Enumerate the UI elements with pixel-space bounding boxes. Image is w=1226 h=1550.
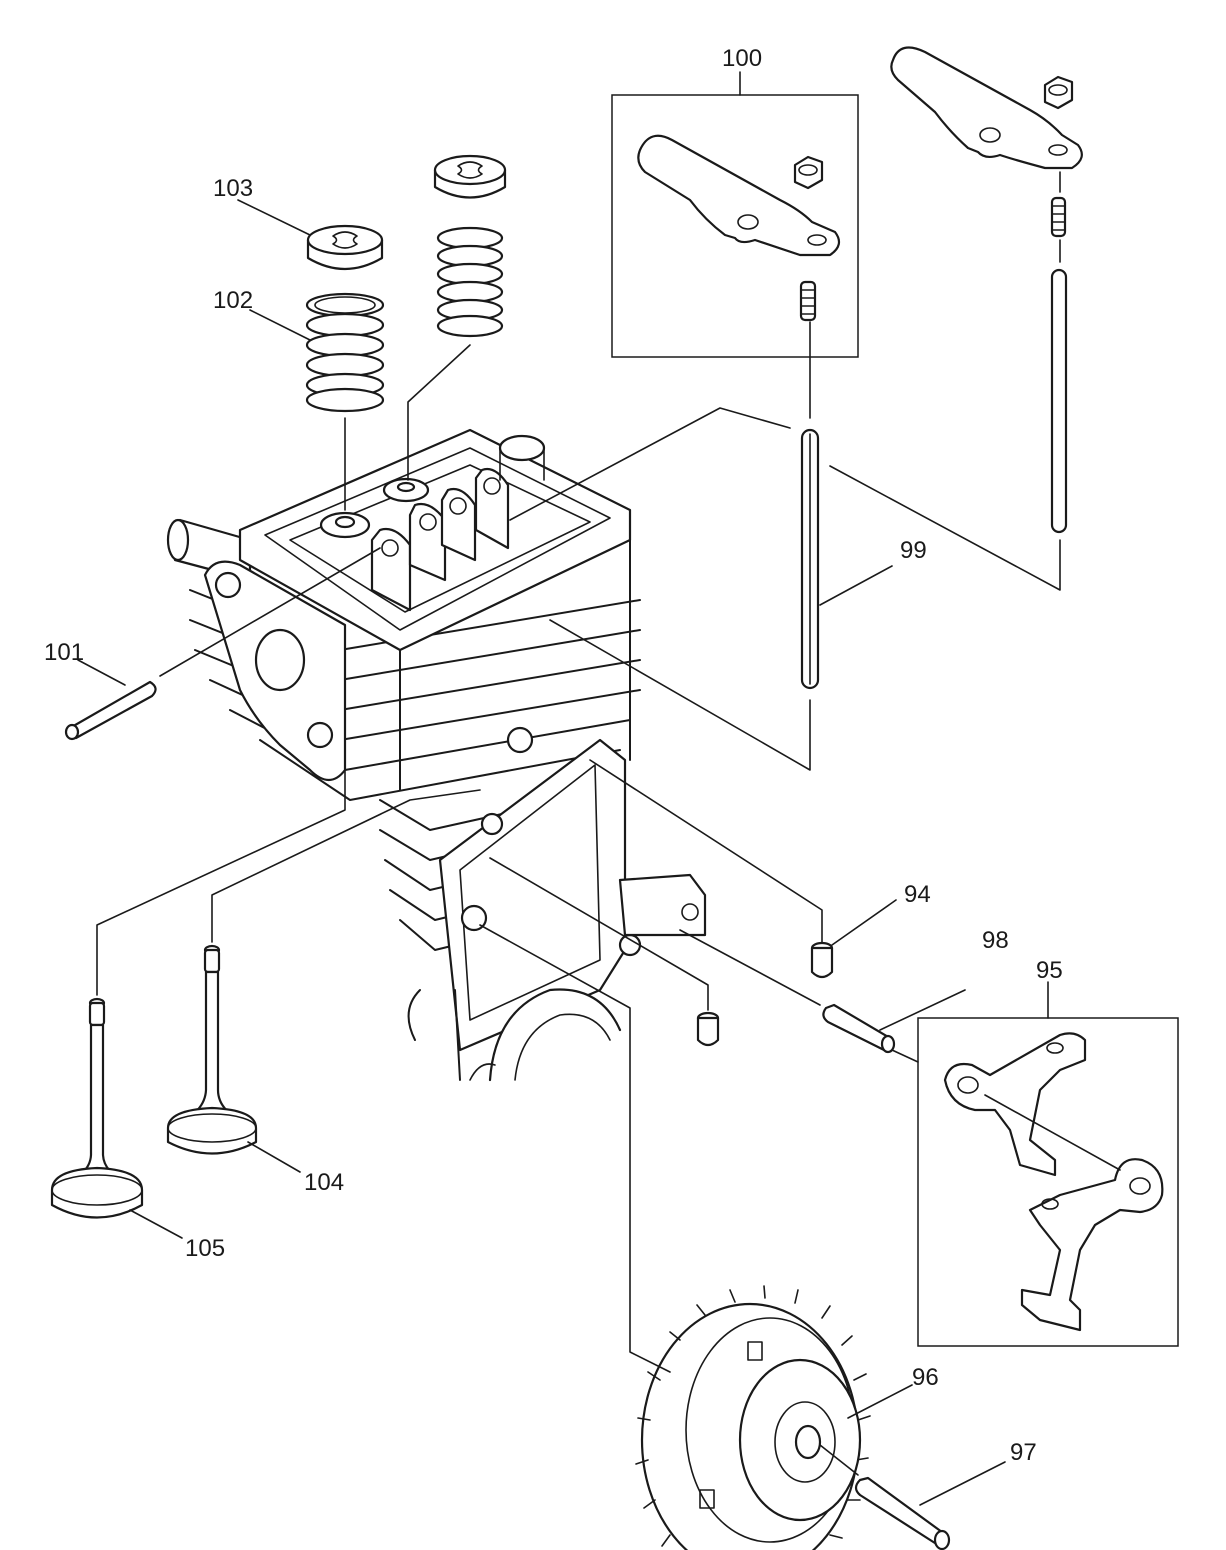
callout-95: 95: [1036, 957, 1063, 984]
cylinder-head-assembly: [166, 428, 707, 1082]
rocker-nut-100: [793, 155, 824, 190]
callout-97: 97: [1010, 1439, 1037, 1466]
rocker-arm-100: [637, 134, 841, 257]
valve-spring-secondary: [436, 226, 504, 338]
callout-102: 102: [213, 287, 253, 314]
valve-104: [166, 944, 258, 1155]
cam-follower-95-lower: [1020, 1158, 1164, 1332]
rocker-stud-100: [799, 280, 817, 322]
cam-gear-96: [635, 1285, 871, 1550]
cam-follower-95-upper: [943, 1032, 1087, 1177]
pin-97: [854, 1476, 951, 1550]
rocker-arm-kit-box: [611, 94, 859, 358]
tappet-94: [810, 941, 834, 979]
spring-retainer-103: [306, 224, 384, 271]
callout-101: 101: [44, 639, 84, 666]
valve-spring-102: [305, 292, 385, 413]
callout-94: 94: [904, 881, 931, 908]
tappet-secondary: [696, 1011, 720, 1047]
callout-104: 104: [304, 1169, 344, 1196]
rocker-arm-secondary: [890, 46, 1083, 170]
rocker-nut-secondary: [1043, 75, 1074, 110]
callout-103: 103: [213, 175, 253, 202]
valve-105: [50, 997, 144, 1219]
rocker-stud-secondary: [1050, 196, 1067, 238]
callout-100: 100: [722, 45, 762, 72]
callout-105: 105: [185, 1235, 225, 1262]
callout-98: 98: [982, 927, 1009, 954]
leader-lines: [77, 71, 1121, 1506]
push-rod-secondary: [1050, 268, 1068, 534]
shaft-98: [822, 1003, 896, 1054]
callout-99: 99: [900, 537, 927, 564]
pin-101: [64, 680, 157, 741]
push-rod-99: [800, 428, 820, 690]
spring-retainer-secondary: [433, 154, 507, 199]
callout-96: 96: [912, 1364, 939, 1391]
